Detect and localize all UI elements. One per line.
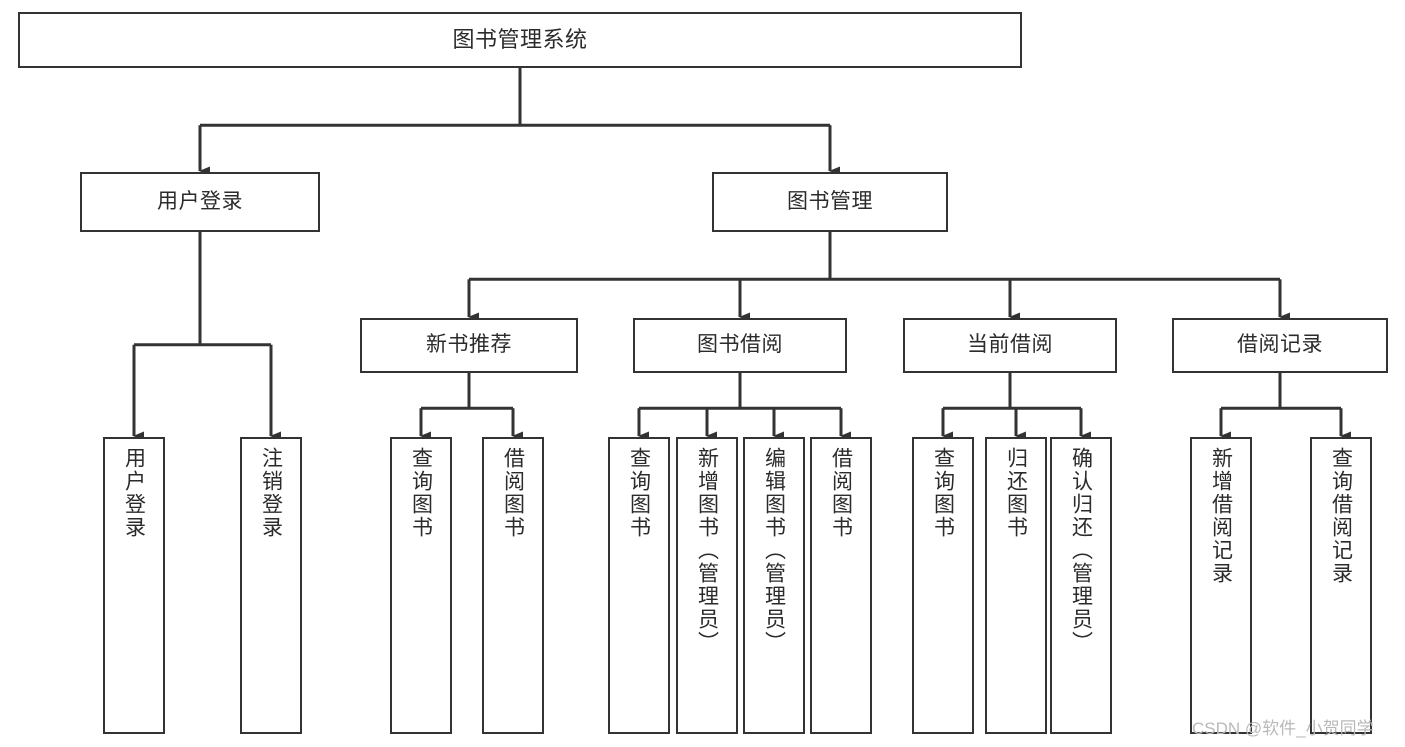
node-label: 借阅图书 <box>829 447 853 539</box>
node-label: 归还图书 <box>1004 447 1028 539</box>
node-leaf-login-2[interactable]: 注销登录 <box>240 437 302 734</box>
node-leaf-new-2[interactable]: 借阅图书 <box>482 437 544 734</box>
node-leaf-borrow-2[interactable]: 新增图书（管理员） <box>676 437 738 734</box>
node-leaf-new-1[interactable]: 查询图书 <box>390 437 452 734</box>
node-label: 借阅图书 <box>501 447 525 539</box>
node-leaf-cur-3[interactable]: 确认归还（管理员） <box>1050 437 1112 734</box>
node-label: 查询借阅记录 <box>1329 447 1353 585</box>
node-label: 图书借阅 <box>697 333 783 357</box>
node-label: 新增借阅记录 <box>1209 447 1233 585</box>
node-label: 注销登录 <box>259 447 283 539</box>
node-bookmgmt[interactable]: 图书管理 <box>712 172 948 232</box>
node-leaf-login-1[interactable]: 用户登录 <box>103 437 165 734</box>
node-label: 查询图书 <box>627 447 651 539</box>
node-leaf-borrow-3[interactable]: 编辑图书（管理员） <box>743 437 805 734</box>
node-label: 查询图书 <box>409 447 433 539</box>
node-record[interactable]: 借阅记录 <box>1172 318 1388 373</box>
node-label: 借阅记录 <box>1237 333 1323 357</box>
node-label: 编辑图书（管理员） <box>762 447 786 654</box>
node-leaf-borrow-4[interactable]: 借阅图书 <box>810 437 872 734</box>
node-borrow[interactable]: 图书借阅 <box>633 318 847 373</box>
node-current[interactable]: 当前借阅 <box>903 318 1117 373</box>
node-label: 新增图书（管理员） <box>695 447 719 654</box>
node-label: 图书管理 <box>787 189 873 213</box>
node-leaf-rec-2[interactable]: 查询借阅记录 <box>1310 437 1372 734</box>
node-label: 查询图书 <box>931 447 955 539</box>
node-login[interactable]: 用户登录 <box>80 172 320 232</box>
node-root[interactable]: 图书管理系统 <box>18 12 1022 68</box>
node-label: 用户登录 <box>122 447 146 539</box>
node-label: 用户登录 <box>157 189 243 213</box>
node-leaf-cur-1[interactable]: 查询图书 <box>912 437 974 734</box>
node-label: 当前借阅 <box>967 333 1053 357</box>
node-newbook[interactable]: 新书推荐 <box>360 318 578 373</box>
node-label: 新书推荐 <box>426 333 512 357</box>
node-leaf-cur-2[interactable]: 归还图书 <box>985 437 1047 734</box>
node-leaf-rec-1[interactable]: 新增借阅记录 <box>1190 437 1252 734</box>
node-label: 图书管理系统 <box>452 27 588 53</box>
watermark-label: CSDN @软件_小贺同学 <box>1192 719 1374 738</box>
node-leaf-borrow-1[interactable]: 查询图书 <box>608 437 670 734</box>
node-label: 确认归还（管理员） <box>1069 447 1093 654</box>
